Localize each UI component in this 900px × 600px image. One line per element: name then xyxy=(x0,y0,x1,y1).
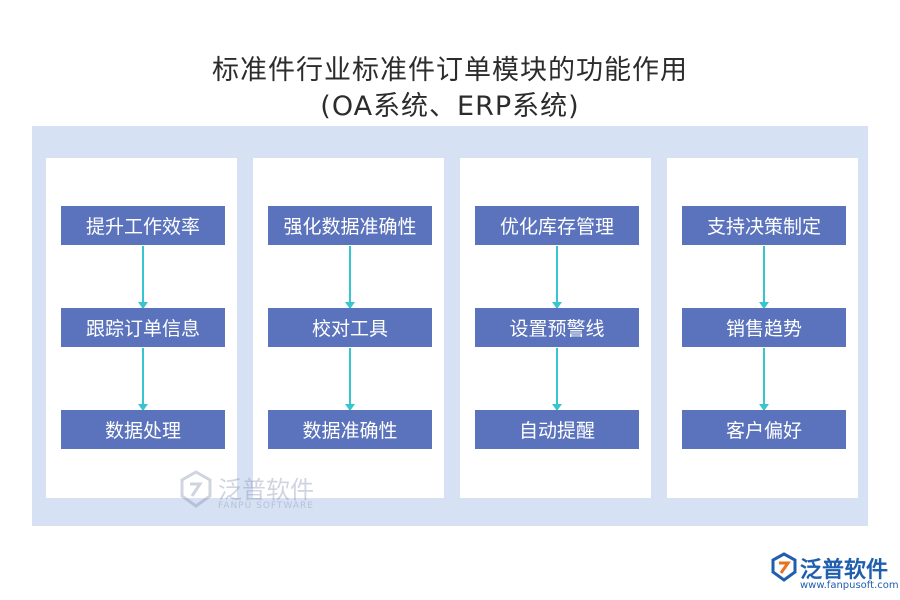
step-box: 跟踪订单信息 xyxy=(61,308,225,347)
watermark: 泛普软件 FANPU SOFTWARE xyxy=(178,470,338,520)
step-box: 自动提醒 xyxy=(475,410,639,449)
brand-url[interactable]: www.fanpusoft.com xyxy=(800,580,899,591)
step-box: 数据准确性 xyxy=(268,410,432,449)
diagram-subtitle: (OA系统、ERP系统) xyxy=(320,91,580,122)
watermark-subtitle: FANPU SOFTWARE xyxy=(218,501,314,511)
watermark-name: 泛普软件 xyxy=(218,476,314,504)
step-box: 客户偏好 xyxy=(682,410,846,449)
brand-name: 泛普软件 xyxy=(800,558,889,583)
arrow-down-icon xyxy=(138,348,148,411)
step-box: 数据处理 xyxy=(61,410,225,449)
arrow-down-icon xyxy=(552,348,562,411)
arrow-down-icon xyxy=(345,348,355,411)
arrow-down-icon xyxy=(138,246,148,309)
column-2: 强化数据准确性 校对工具 数据准确性 xyxy=(253,158,444,498)
arrow-down-icon xyxy=(759,246,769,309)
step-box: 支持决策制定 xyxy=(682,206,846,245)
diagram-title: 标准件行业标准件订单模块的功能作用 xyxy=(212,55,688,86)
step-box: 提升工作效率 xyxy=(61,206,225,245)
column-1: 提升工作效率 跟踪订单信息 数据处理 xyxy=(46,158,237,498)
step-box: 校对工具 xyxy=(268,308,432,347)
step-box: 销售趋势 xyxy=(682,308,846,347)
brand-logo: 泛普软件 www.fanpusoft.com xyxy=(770,552,899,597)
column-4: 支持决策制定 销售趋势 客户偏好 xyxy=(667,158,858,498)
arrow-down-icon xyxy=(759,348,769,411)
step-box: 优化库存管理 xyxy=(475,206,639,245)
step-box: 强化数据准确性 xyxy=(268,206,432,245)
brand-logo-icon xyxy=(771,552,797,582)
arrow-down-icon xyxy=(345,246,355,309)
arrow-down-icon xyxy=(552,246,562,309)
column-3: 优化库存管理 设置预警线 自动提醒 xyxy=(460,158,651,498)
step-box: 设置预警线 xyxy=(475,308,639,347)
watermark-logo-icon xyxy=(180,470,212,508)
